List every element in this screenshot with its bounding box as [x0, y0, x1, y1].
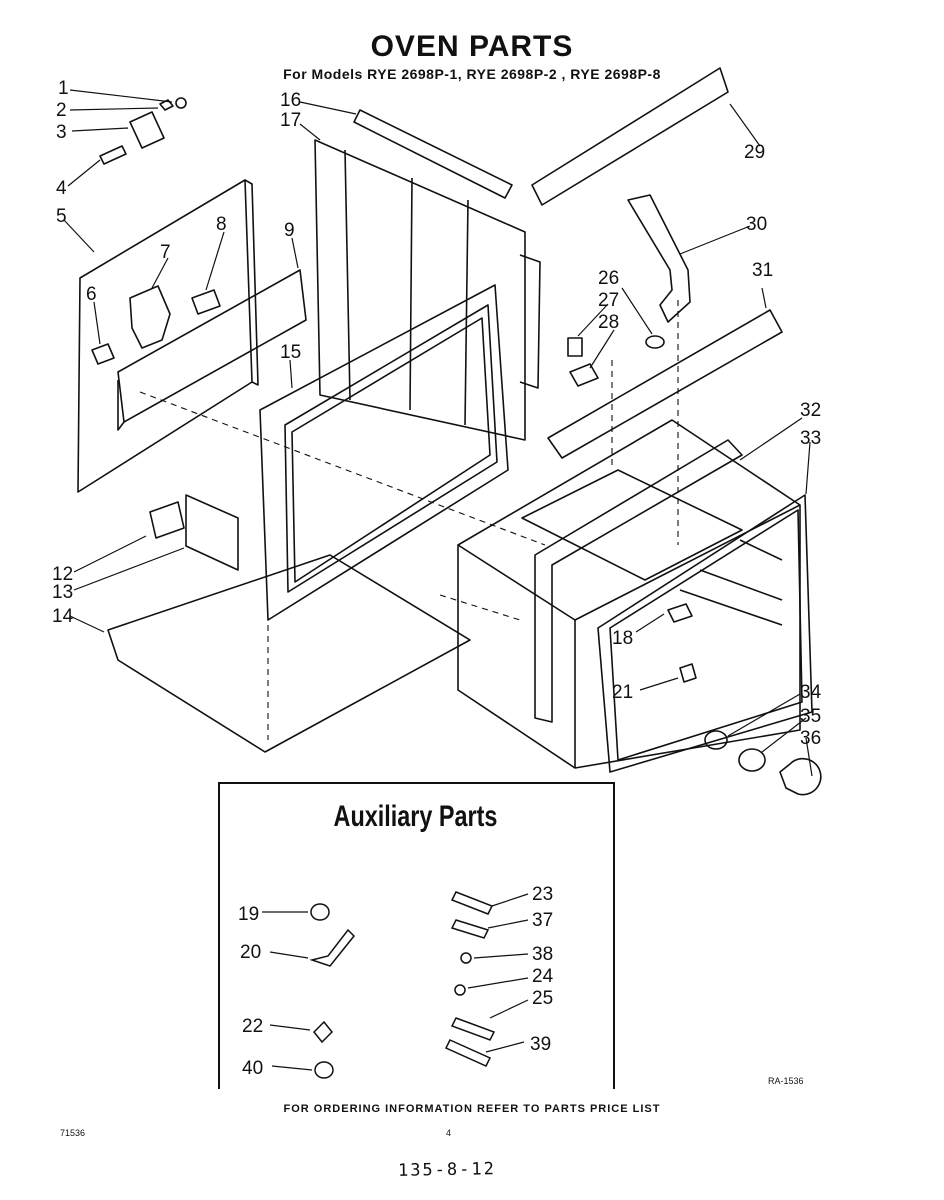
part-26-plug: [645, 335, 665, 349]
auxiliary-parts-title: Auxiliary Parts: [333, 800, 498, 833]
callout-27: 27: [598, 290, 619, 311]
callout-33: 33: [800, 428, 821, 449]
part-18-clip: [667, 603, 693, 623]
callout-14: 14: [52, 606, 74, 627]
callout-8: 8: [216, 214, 227, 235]
callout-7: 7: [160, 242, 171, 263]
page-number: 4: [446, 1128, 452, 1138]
part-14-floor-panel: [107, 554, 471, 753]
callout-16: 16: [280, 90, 301, 111]
part-35-socket: [738, 748, 766, 772]
callout-2: 2: [56, 100, 67, 121]
callout-15: 15: [280, 342, 301, 363]
callout-21: 21: [612, 682, 633, 703]
callout-1: 1: [58, 78, 69, 99]
part-40-nut: [314, 1061, 334, 1079]
part-6-clip: [91, 343, 115, 365]
callout-36: 36: [800, 728, 821, 749]
callout-26: 26: [598, 268, 619, 289]
part-21-clip: [679, 663, 697, 683]
part-16-top-strip: [353, 109, 513, 199]
page-title: OVEN PARTS: [370, 30, 574, 63]
callout-3: 3: [56, 122, 67, 143]
part-38-ring: [460, 952, 472, 964]
callout-5: 5: [56, 206, 67, 227]
part-19-grommet: [310, 903, 330, 921]
callout-17: 17: [280, 110, 301, 131]
part-13-bracket: [185, 494, 239, 571]
callout-12: 12: [52, 564, 73, 585]
part-36-bulb: [779, 757, 822, 796]
callout-39: 39: [530, 1034, 551, 1055]
models-subtitle: For Models RYE 2698P-1, RYE 2698P-2 , RY…: [283, 66, 661, 82]
drawing-code: RA-1536: [768, 1076, 804, 1086]
part-7-switch: [129, 285, 171, 349]
part-9-bar: [117, 269, 307, 423]
callout-40: 40: [242, 1058, 263, 1079]
callout-6: 6: [86, 284, 97, 305]
part-24-ring: [454, 984, 466, 996]
part-31-rail: [547, 309, 783, 459]
part-17-cavity-liner: [314, 139, 526, 441]
auxiliary-parts-box: [218, 782, 615, 1089]
part-32-gasket: [534, 439, 743, 723]
handwritten-note: 135-8-12: [397, 1159, 497, 1181]
callout-38: 38: [532, 944, 553, 965]
part-22-connector: [312, 1020, 334, 1044]
callout-35: 35: [800, 706, 821, 727]
part-37-terminal: [450, 919, 490, 939]
callout-37: 37: [532, 910, 553, 931]
callout-9: 9: [284, 220, 295, 241]
document-code: 71536: [60, 1128, 86, 1138]
part-30-duct: [627, 194, 691, 323]
part-27-knob: [567, 337, 583, 357]
callout-29: 29: [744, 142, 765, 163]
part-39-terminal: [444, 1039, 492, 1067]
callout-28: 28: [598, 312, 619, 333]
callout-22: 22: [242, 1016, 263, 1037]
callout-18: 18: [612, 628, 633, 649]
part-20-terminal: [309, 928, 356, 967]
part-28-switch: [569, 363, 599, 387]
part-15-front-frame: [259, 284, 509, 621]
part-34-lens: [704, 730, 728, 750]
callout-24: 24: [532, 966, 554, 987]
callout-19: 19: [238, 904, 259, 925]
callout-31: 31: [752, 260, 773, 281]
callout-32: 32: [800, 400, 821, 421]
part-8-bracket: [191, 289, 221, 315]
callout-30: 30: [746, 214, 767, 235]
oven-cavity-box: [457, 419, 801, 769]
part-29-rail: [531, 67, 729, 206]
callout-20: 20: [240, 942, 261, 963]
callout-25: 25: [532, 988, 553, 1009]
part-12-plate: [149, 501, 185, 539]
part-23-terminal: [450, 891, 494, 915]
part-25-terminal: [450, 1017, 496, 1041]
callout-34: 34: [800, 682, 822, 703]
callout-4: 4: [56, 178, 67, 199]
callout-23: 23: [532, 884, 553, 905]
callout-13: 13: [52, 582, 73, 603]
ordering-footer: FOR ORDERING INFORMATION REFER TO PARTS …: [283, 1103, 661, 1115]
part-33-frame: [597, 494, 813, 773]
